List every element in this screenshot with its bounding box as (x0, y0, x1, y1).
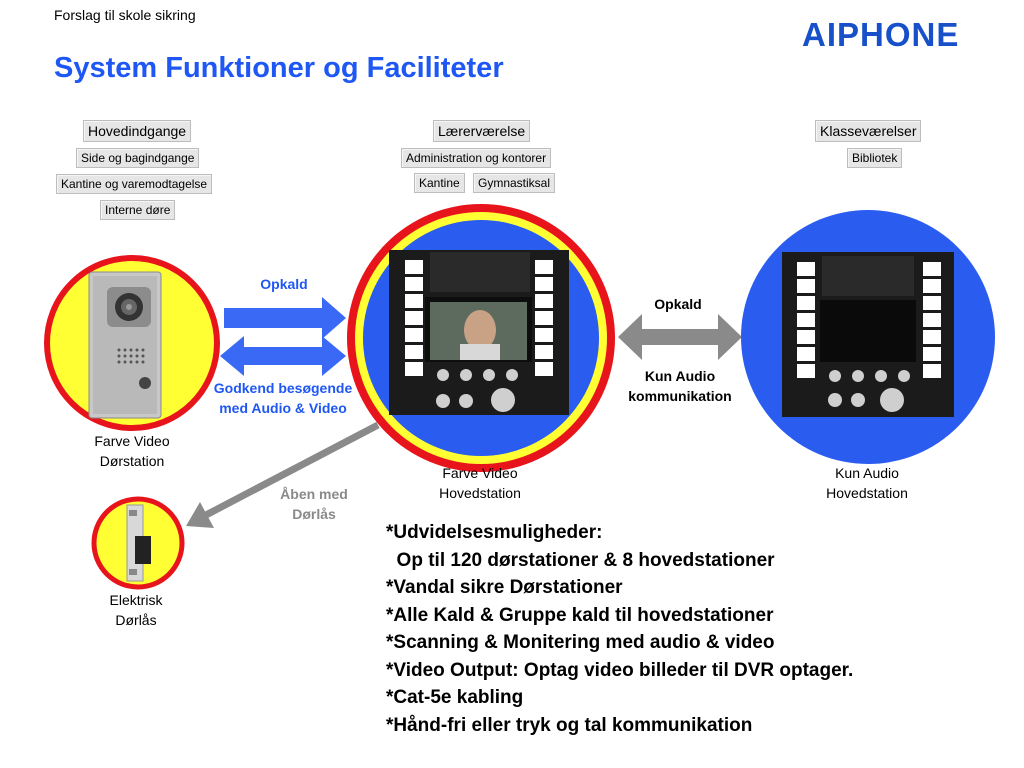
feature-item: *Alle Kald & Gruppe kald til hovedstatio… (386, 604, 774, 626)
location-tag-canteen-delivery: Kantine og varemodtagelse (56, 174, 213, 194)
location-tag-staff-room: Lærerværelse (433, 120, 531, 142)
audio-only-label: Kun Audio kommunikation (628, 368, 732, 404)
location-tag-administration: Administration og kontorer (401, 148, 552, 168)
call-label-right: Opkald (654, 296, 702, 312)
location-tag-canteen: Kantine (414, 173, 465, 193)
feature-item: *Hånd-fri eller tryk og tal kommunikatio… (386, 714, 753, 736)
unlock-arrow-gray (186, 421, 380, 528)
feature-list: *Udvidelsesmuligheder: Op til 120 dørsta… (386, 519, 853, 739)
location-tag-library: Bibliotek (847, 148, 903, 168)
location-tag-side-entrances: Side og bagindgange (76, 148, 200, 168)
audio-master-label: Kun Audio Hovedstation (826, 465, 908, 501)
slide-title: System Funktioner og Faciliteter (54, 52, 504, 84)
aiphone-logo: AIPHONE (802, 16, 960, 53)
feature-item: *Vandal sikre Dørstationer (386, 577, 623, 598)
door-lock-label: Elektrisk Dørlås (109, 592, 163, 628)
location-tag-classrooms: Klasseværelser (815, 120, 922, 142)
door-lock-device (91, 496, 185, 590)
audio-call-double-arrow-gray (618, 314, 742, 360)
approve-visitor-label: Godkend besøgende med Audio & Video (213, 380, 353, 416)
color-master-station-device (347, 204, 615, 472)
location-tag-main-entrances: Hovedindgange (83, 120, 192, 142)
call-label-left: Opkald (260, 276, 308, 292)
door-station-device (44, 255, 220, 431)
feature-item: *Video Output: Optag video billeder til … (386, 659, 854, 681)
call-arrow-blue (224, 297, 346, 339)
feature-item: *Udvidelsesmuligheder: (386, 522, 603, 543)
door-station-label: Farve Video Dørstation (94, 433, 170, 469)
feature-item: *Cat-5e kabling (386, 687, 524, 708)
audio-master-station-device (741, 210, 995, 464)
unlock-label: Åben med Dørlås (280, 486, 348, 522)
approve-double-arrow-blue (220, 336, 346, 376)
color-master-label: Farve Video Hovedstation (439, 465, 521, 501)
slide-subtitle: Forslag til skole sikring (54, 7, 196, 23)
feature-item: *Scanning & Monitering med audio & video (386, 632, 775, 653)
feature-item: Op til 120 dørstationer & 8 hovedstation… (386, 549, 775, 571)
location-tag-gym: Gymnastiksal (473, 173, 556, 193)
location-tag-internal-doors: Interne døre (100, 200, 176, 220)
